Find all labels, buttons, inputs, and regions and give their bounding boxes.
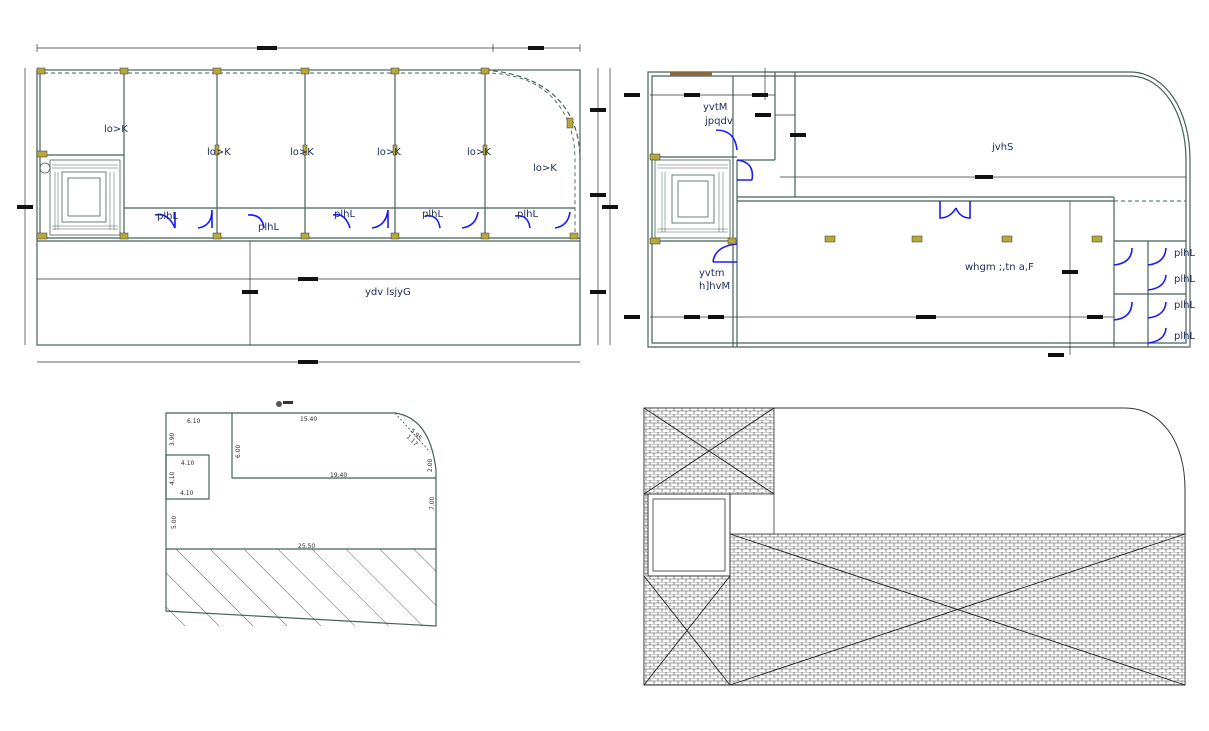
room-label-6: lo>K [533, 163, 557, 174]
plan-2-floor-plan: yvtM jpqdv jvhS whgm ;,tn a,F yvtm h]hvM… [624, 68, 1195, 357]
store-label: yvtm [699, 268, 725, 279]
toilet-label-r1: plhL [1174, 248, 1195, 259]
site-dim-10: 25.50 [298, 543, 315, 550]
toilet-label-r4: plhL [1174, 331, 1195, 342]
plan-1-floor-plan: lo>K lo>K lo>K lo>K lo>K lo>K plhL plhL … [17, 44, 618, 364]
site-dim-8: 19.40 [330, 472, 347, 479]
site-dim-9: 5.00 [171, 515, 178, 529]
toilet-label-2: plhL [258, 222, 279, 233]
room-label-2: lo>K [207, 147, 231, 158]
room-label-4: lo>K [377, 147, 401, 158]
site-dim-1: 6.10 [187, 418, 201, 425]
store-label-2: h]hvM [699, 281, 730, 292]
toilet-label-r3: plhL [1174, 300, 1195, 311]
site-dim-6: 4.10 [169, 471, 176, 485]
site-dim-12: 7.00 [429, 496, 436, 510]
stair-note-label-2: jpqdv [704, 116, 733, 127]
roof-plan [643, 407, 1186, 686]
room-label-5: lo>K [467, 147, 491, 158]
site-dim-11: 2.00 [427, 458, 434, 472]
hall-top-label: jvhS [991, 142, 1013, 153]
site-dim-2: 15.40 [300, 416, 317, 423]
site-dim-7: 4.10 [180, 490, 194, 497]
toilet-label-5: plhL [517, 209, 538, 220]
site-plan: 6.10 15.40 3.90 6.00 4.10 4.10 4.10 19.4… [165, 401, 437, 627]
frontage-label: ydv lsjyG [365, 287, 411, 298]
site-dim-4: 6.00 [235, 444, 242, 458]
room-label-3: lo>K [290, 147, 314, 158]
site-dim-5: 4.10 [181, 460, 195, 467]
toilet-label-3: plhL [334, 209, 355, 220]
toilet-label-1: plhL [157, 211, 178, 222]
stair-note-label: yvtM [703, 102, 727, 113]
site-dim-3: 3.90 [169, 432, 176, 446]
toilet-label-4: plhL [422, 209, 443, 220]
room-label-1: lo>K [104, 124, 128, 135]
toilet-label-r2: plhL [1174, 274, 1195, 285]
hall-main-label: whgm ;,tn a,F [965, 262, 1034, 273]
